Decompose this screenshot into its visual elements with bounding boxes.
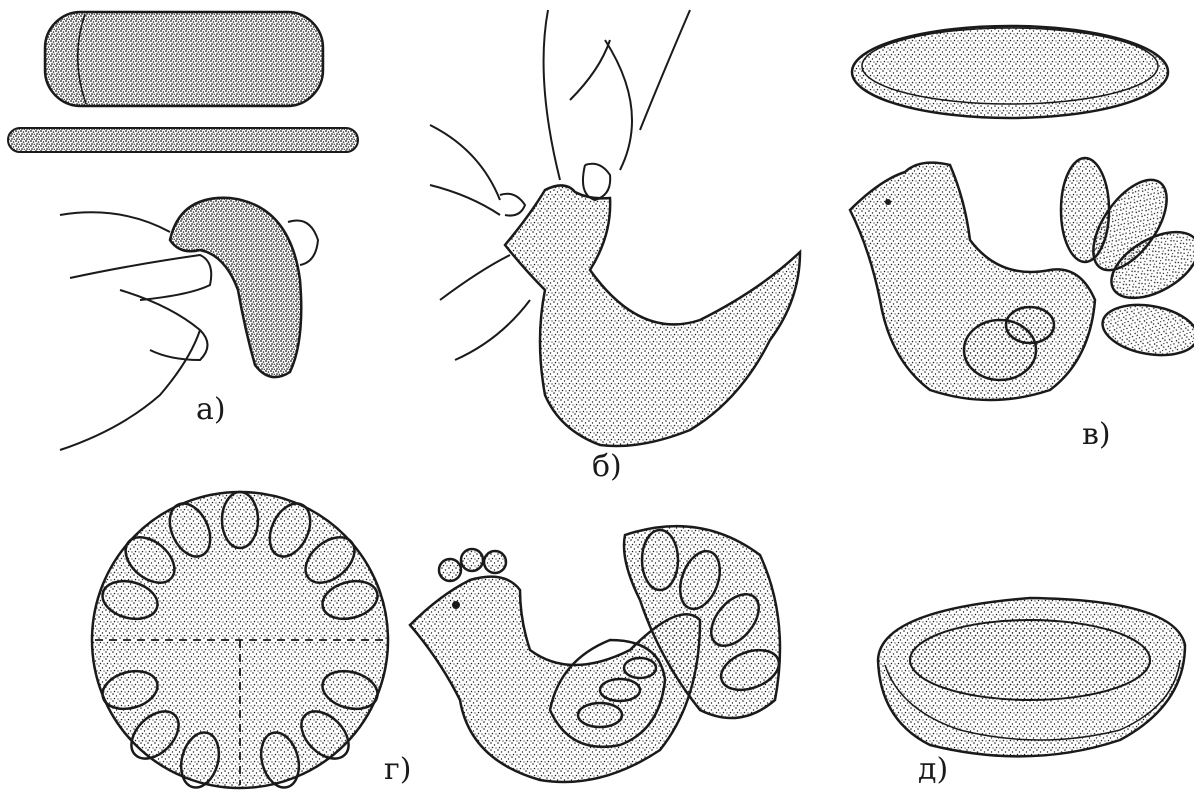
panel-g — [92, 492, 784, 792]
clay-bird-body — [505, 185, 800, 446]
panel-d — [878, 598, 1185, 756]
label-b: б) — [592, 452, 622, 482]
bent-clay-piece — [170, 198, 301, 377]
panel-v — [850, 26, 1194, 400]
clay-rope — [8, 128, 358, 152]
bird-eye — [885, 199, 891, 205]
label-g: г) — [384, 755, 411, 785]
panel-b — [430, 10, 800, 446]
bird-eye-g — [452, 601, 460, 609]
label-d: д) — [918, 755, 948, 785]
panel-a — [8, 12, 358, 450]
clay-block — [45, 12, 323, 106]
label-v: в) — [1082, 420, 1111, 450]
label-a: а) — [196, 395, 226, 425]
